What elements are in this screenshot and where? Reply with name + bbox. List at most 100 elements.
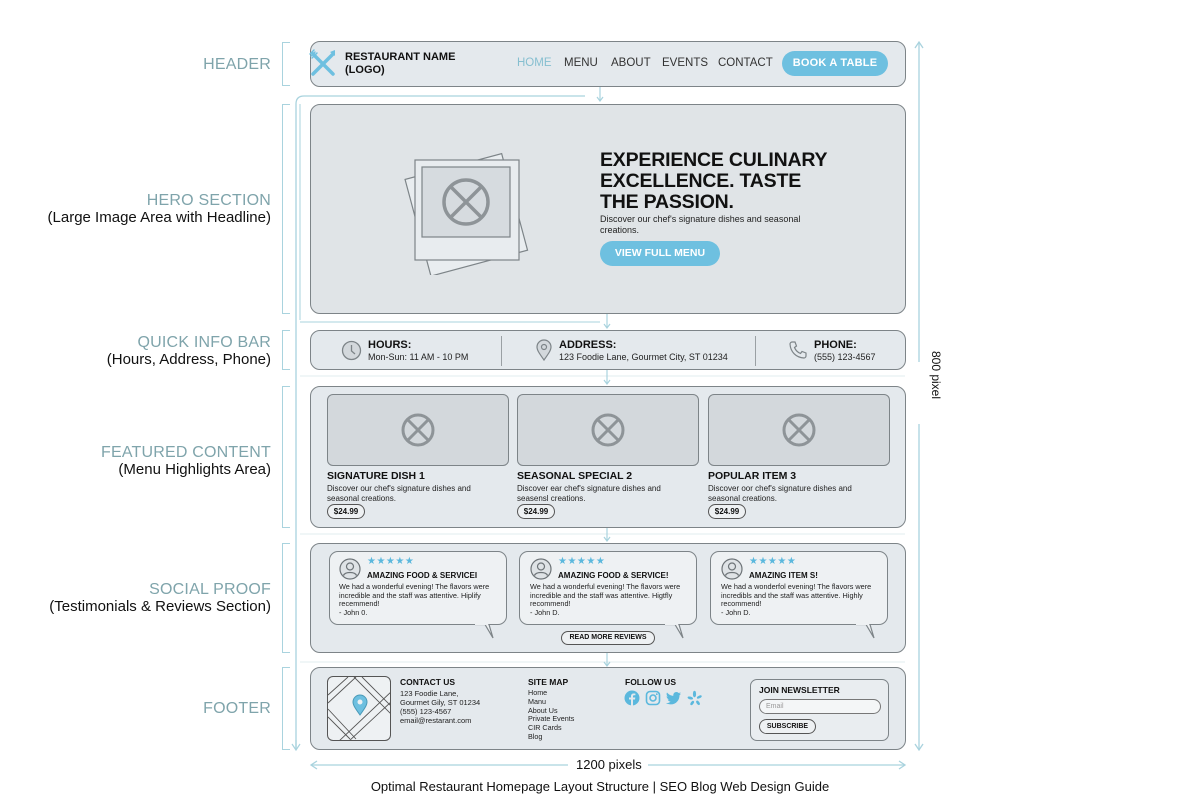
nav-about[interactable]: ABOUT — [611, 57, 651, 69]
label-social: SOCIAL PROOF (Testimonials & Reviews Sec… — [49, 581, 271, 615]
map-icon — [328, 677, 390, 740]
featured-desc-3: Discover oor chef's signature dishes and… — [708, 484, 852, 503]
quick-info-bar — [310, 330, 906, 370]
bracket-header — [282, 42, 290, 86]
label-quick-info-title: QUICK INFO BAR — [137, 334, 271, 351]
hours-value: Mon-Sun: 11 AM - 10 PM — [368, 352, 469, 362]
label-hero: HERO SECTION (Large Image Area with Head… — [48, 192, 271, 226]
avatar-icon — [530, 558, 552, 580]
label-footer-title: FOOTER — [203, 700, 271, 717]
label-featured-title: FEATURED CONTENT — [100, 444, 271, 461]
newsletter-title: JOIN NEWSLETTER — [759, 685, 840, 695]
price-badge-2: $24.99 — [517, 504, 555, 519]
sitemap-link-about[interactable]: About Us — [528, 705, 558, 715]
sitemap-link-home[interactable]: Home — [528, 688, 548, 697]
facebook-icon[interactable] — [624, 690, 640, 706]
featured-desc-1: Discover our chef's signature dishes and… — [327, 484, 471, 503]
twitter-icon[interactable] — [666, 690, 682, 706]
width-dimension-label: 1200 pixels — [573, 757, 645, 772]
contact-line: 123 Foodie Lane, — [400, 689, 459, 698]
address-value: 123 Foodie Lane, Gourmet City, ST 01234 — [559, 352, 728, 362]
divider — [501, 336, 502, 366]
review-title-1: AMAZING FOOD & SERVICEI — [367, 571, 478, 580]
sitemap-link-gift-cards[interactable]: CIR Cards — [528, 723, 562, 733]
avatar-icon — [339, 558, 361, 580]
nav-home[interactable]: HOME — [517, 57, 552, 69]
location-pin-icon — [536, 339, 552, 361]
label-footer: FOOTER — [203, 700, 271, 717]
site-map-links: Home Manu About Us Private Events CIR Ca… — [528, 688, 575, 742]
book-table-button[interactable]: BOOK A TABLE — [782, 51, 888, 76]
logo-name: RESTAURANT NAME — [345, 51, 456, 63]
sitemap-link-menu[interactable]: Manu — [528, 696, 546, 706]
nav-contact[interactable]: CONTACT — [718, 57, 773, 69]
height-dimension-label: 800 pixel — [929, 347, 944, 403]
logo-sub: (LOGO) — [345, 64, 385, 76]
speech-tail — [665, 624, 684, 639]
fork-knife-logo-icon — [309, 49, 335, 76]
contact-email[interactable]: email@restarant.com — [400, 716, 472, 725]
featured-image-1 — [327, 394, 509, 466]
label-hero-title: HERO SECTION — [146, 192, 271, 209]
review-text: We had a wonderful evening! The flavors … — [339, 582, 490, 609]
read-more-reviews-button[interactable]: READ MORE REVIEWS — [561, 631, 655, 645]
review-body-3: We had a wonderfol evening! The flavors … — [721, 582, 889, 618]
featured-title-2: SEASONAL SPECIAL 2 — [517, 470, 633, 482]
hero-subtext: Discover our chef's signature dishes and… — [600, 214, 801, 235]
label-social-subtitle: (Testimonials & Reviews Section) — [49, 598, 271, 615]
nav-menu[interactable]: MENU — [564, 57, 598, 69]
map-thumbnail[interactable] — [327, 676, 391, 741]
price-badge-1: $24.99 — [327, 504, 365, 519]
review-title-3: AMAZING ITEM S! — [749, 571, 818, 580]
phone-title: PHONE: — [814, 339, 857, 351]
contact-phone[interactable]: (555) 123-4567 — [400, 707, 452, 716]
review-text: We had a wonderfol evening! The flavors … — [721, 582, 872, 609]
contact-us-details: 123 Foodie Lane, Gourmet Gily, ST 01234 … — [400, 689, 480, 725]
label-featured-subtitle: (Menu Highlights Area) — [118, 461, 271, 478]
hero-section — [310, 104, 906, 314]
image-placeholder-icon — [404, 152, 529, 275]
speech-tail — [856, 624, 875, 639]
featured-title-3: POPULAR ITEM 3 — [708, 470, 797, 482]
logo-text[interactable]: RESTAURANT NAME (LOGO) — [345, 51, 455, 77]
label-featured: FEATURED CONTENT (Menu Highlights Area) — [101, 444, 271, 478]
bracket-quick-info — [282, 330, 290, 370]
label-social-title: SOCIAL PROOF — [149, 581, 271, 598]
image-placeholder-icon — [591, 413, 625, 447]
image-placeholder-icon — [782, 413, 816, 447]
subscribe-button[interactable]: SUBSCRIBE — [759, 719, 816, 734]
review-body-1: We had a wonderful evening! The flavors … — [339, 582, 507, 618]
label-header: HEADER — [203, 56, 271, 73]
label-header-title: HEADER — [203, 56, 271, 73]
nav-events[interactable]: EVENTS — [662, 57, 709, 69]
sitemap-link-private-events[interactable]: Private Events — [528, 714, 575, 724]
phone-value[interactable]: (555) 123-4567 — [814, 352, 876, 362]
divider — [755, 336, 756, 366]
review-author: - John D. — [530, 608, 560, 618]
phone-icon — [789, 341, 807, 359]
sitemap-link-blog[interactable]: Blog — [528, 731, 543, 741]
site-map-title: SITE MAP — [528, 677, 569, 687]
contact-us-title: CONTACT US — [400, 677, 456, 687]
bracket-featured — [282, 386, 290, 528]
label-quick-info: QUICK INFO BAR (Hours, Address, Phone) — [107, 334, 271, 368]
contact-line: Gourmet Gily, ST 01234 — [400, 698, 481, 707]
star-rating-1: ★★★★★ — [367, 556, 415, 567]
review-title-2: AMAZING FOOD & SERVICE! — [558, 571, 669, 580]
featured-title-1: SIGNATURE DISH 1 — [327, 470, 425, 482]
hours-title: HOURS: — [368, 339, 412, 351]
label-hero-subtitle: (Large Image Area with Headline) — [47, 209, 271, 226]
instagram-icon[interactable] — [645, 690, 661, 706]
yelp-icon[interactable] — [687, 690, 703, 706]
email-input[interactable]: Email — [759, 699, 881, 714]
follow-us-title: FOLLOW US — [625, 677, 676, 687]
view-full-menu-button[interactable]: VIEW FULL MENU — [600, 241, 720, 266]
clock-icon — [341, 340, 362, 361]
label-quick-info-subtitle: (Hours, Address, Phone) — [106, 351, 271, 368]
avatar-icon — [721, 558, 743, 580]
price-badge-3: $24.99 — [708, 504, 746, 519]
featured-desc-2: Discover ear chef's signature dishes and… — [517, 484, 661, 503]
speech-tail — [475, 624, 494, 639]
star-rating-3: ★★★★★ — [749, 556, 797, 567]
